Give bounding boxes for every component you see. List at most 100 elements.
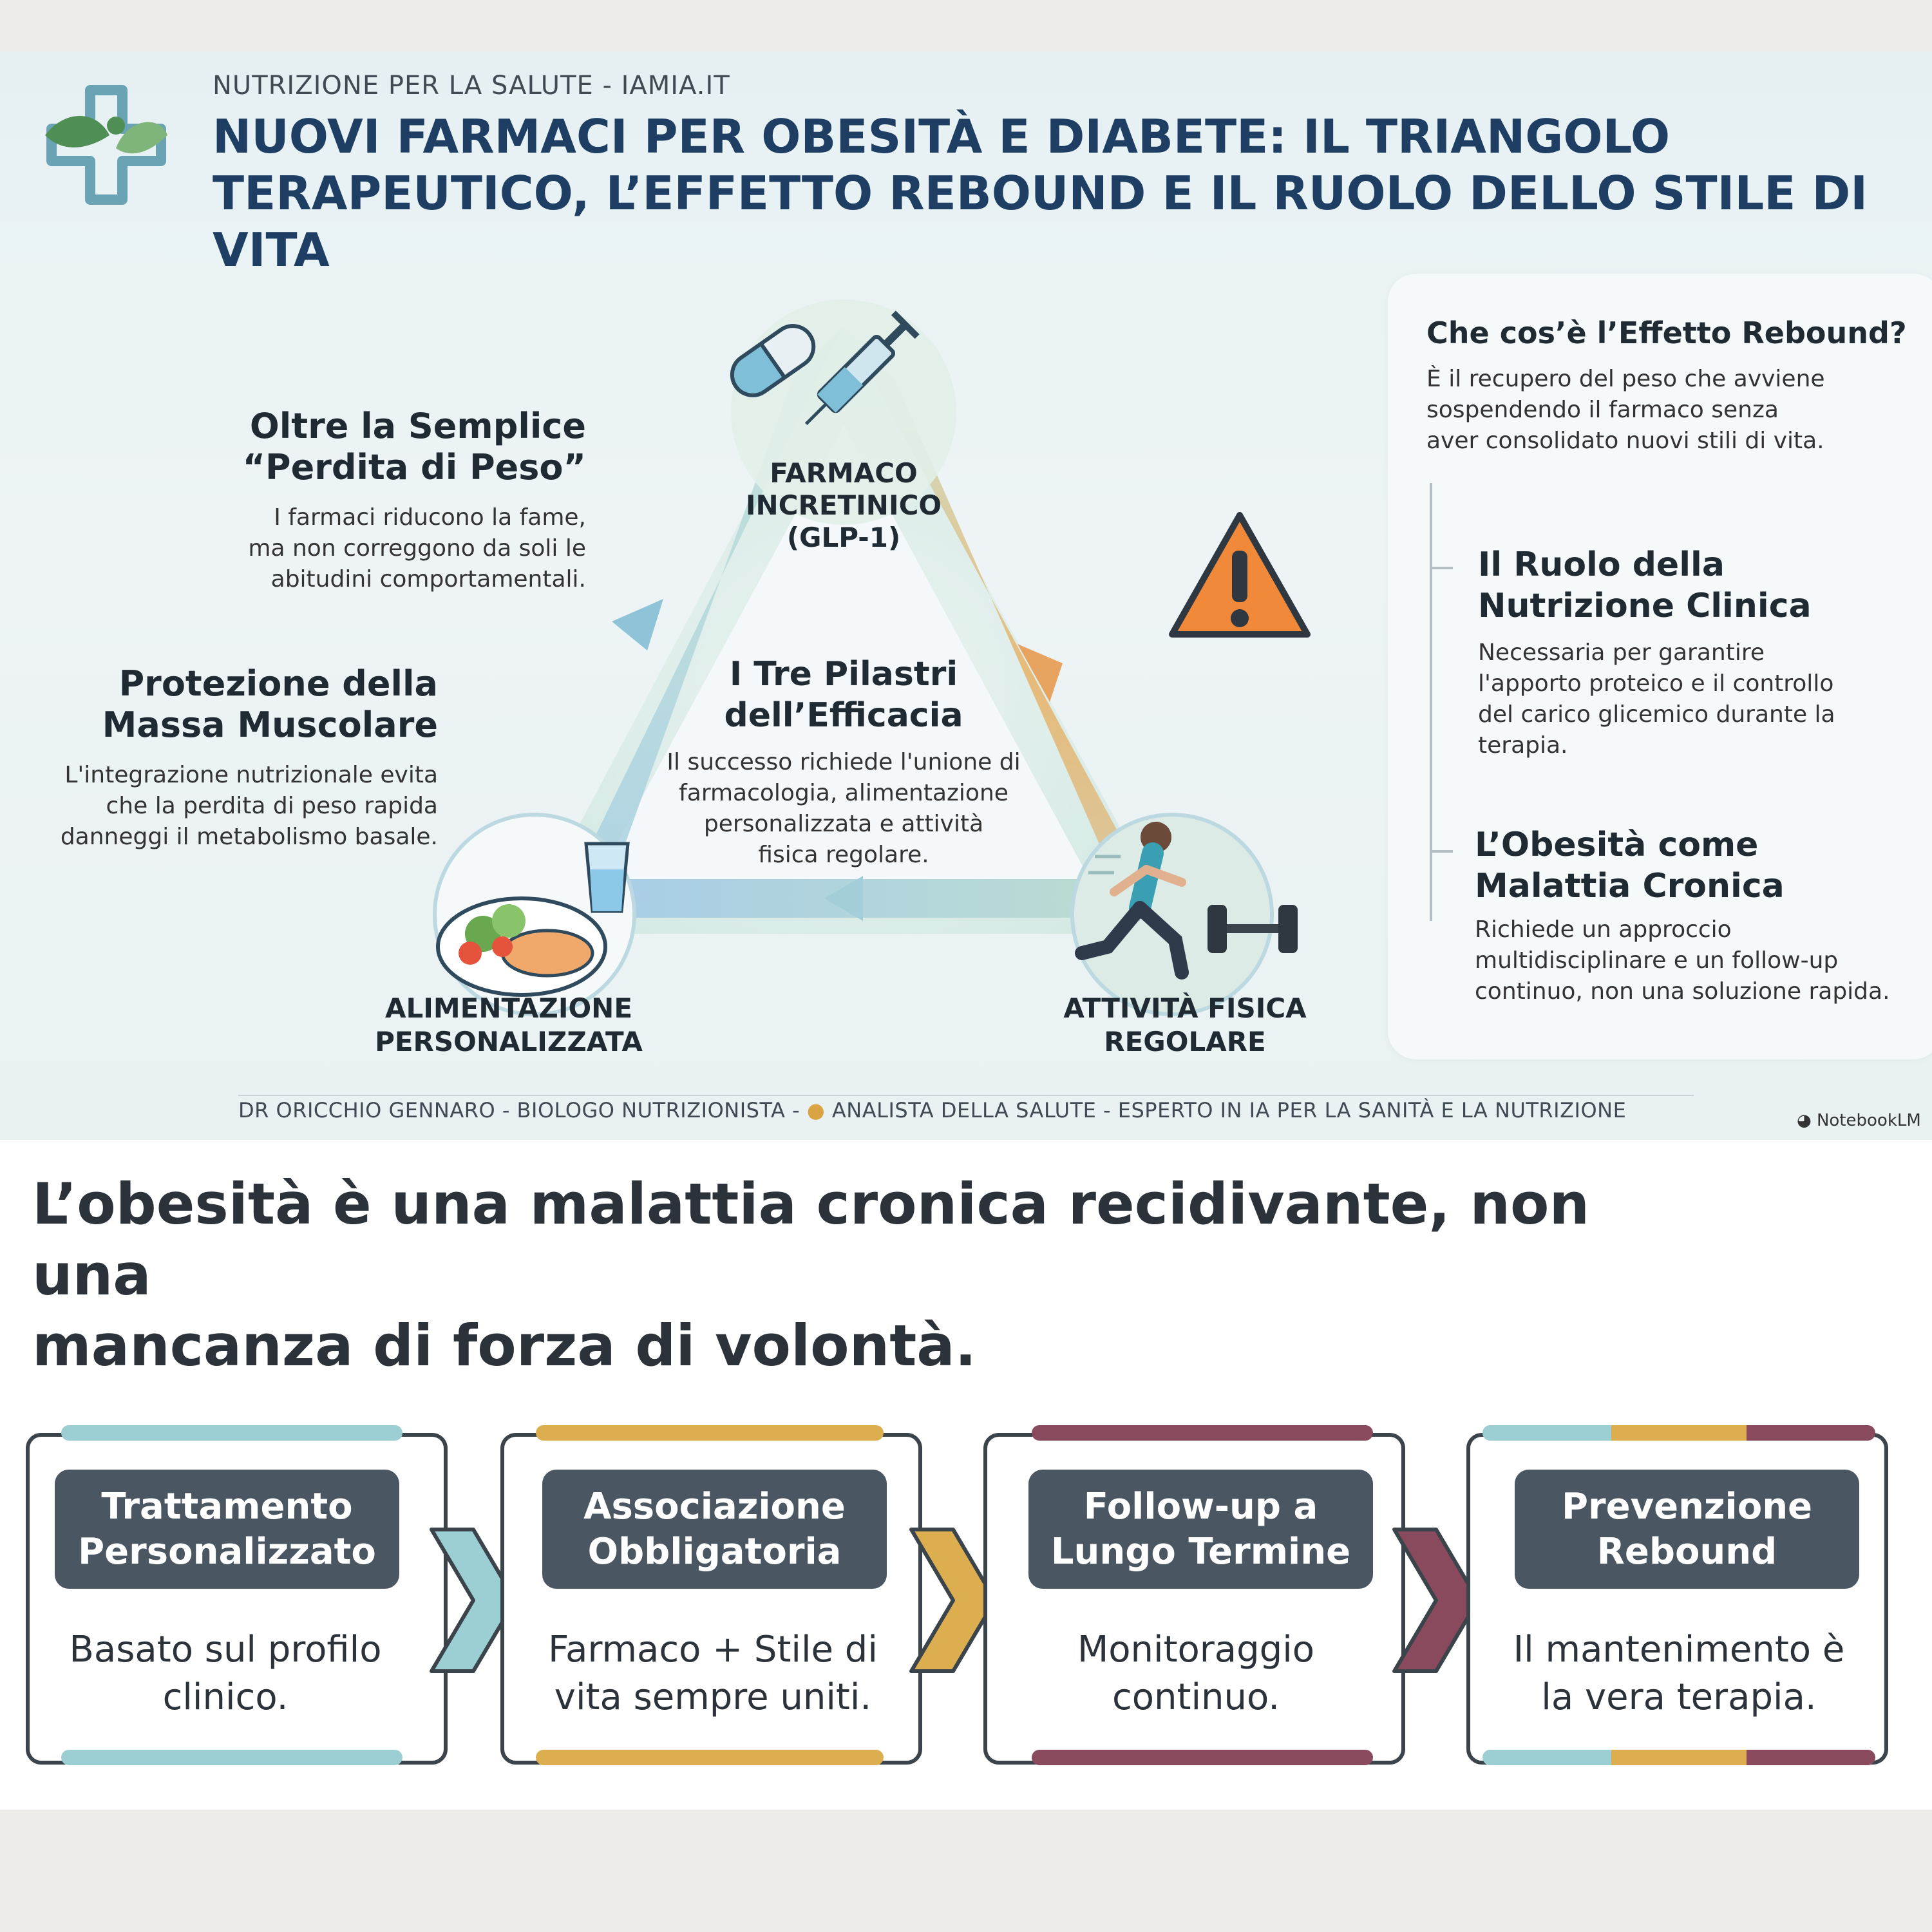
chevron-right-icon [1392, 1528, 1480, 1673]
protezione-title: Protezione della Massa Muscolare [90, 663, 438, 746]
step-title-line: Lungo Termine [1050, 1530, 1351, 1573]
nutrizione-title: Il Ruolo della Nutrizione Clinica [1478, 544, 1877, 627]
pilastri-desc-3: personalizzata e attività [703, 811, 984, 837]
brand-line: NUTRIZIONE PER LA SALUTE - IAMIA.IT [213, 71, 730, 100]
step-desc-line: Il mantenimento è [1513, 1629, 1845, 1671]
pill-icon [730, 324, 816, 397]
oltre-title-1: Oltre la Semplice [249, 406, 586, 446]
person-icon: ● [806, 1098, 826, 1122]
farmaco-line-1: FARMACO [770, 457, 918, 489]
farmaco-label: FARMACO INCRETINICO (GLP-1) [721, 457, 966, 554]
syringe-icon [804, 310, 920, 426]
warning-icon [1169, 512, 1311, 638]
step-desc: Farmaco + Stile di vita sempre uniti. [520, 1626, 906, 1721]
credits-right: ANALISTA DELLA SALUTE - ESPERTO IN IA PE… [831, 1098, 1627, 1122]
nutri-desc-4: terapia. [1478, 732, 1568, 759]
step-card-bar-bottom [1611, 1750, 1747, 1765]
pilastri-title-2: dell’Efficacia [724, 696, 963, 735]
step-card-bar-bottom [1032, 1750, 1373, 1765]
obes-desc-1: Richiede un approccio [1475, 916, 1732, 943]
step-desc-line: vita sempre uniti. [554, 1676, 872, 1718]
alim-line-1: ALIMENTAZIONE [384, 992, 633, 1024]
oltre-title: Oltre la Semplice “Perdita di Peso” [213, 406, 586, 488]
step-desc-line: Monitoraggio [1077, 1629, 1315, 1671]
step-title-line: Personalizzato [78, 1530, 376, 1573]
prot-desc-2: che la perdita di peso rapida [106, 793, 439, 819]
nutri-desc-3: del carico glicemico durante la [1478, 701, 1835, 728]
protezione-desc: L'integrazione nutrizionale evita che la… [26, 760, 438, 853]
att-line-1: ATTIVITÀ FISICA [1063, 992, 1307, 1024]
prot-desc-3: danneggi il metabolismo basale. [60, 824, 438, 850]
chevron-right-icon [909, 1528, 997, 1673]
obes-title-2: Malattia Cronica [1475, 867, 1785, 905]
step-desc: Basato sul profilo clinico. [32, 1626, 419, 1721]
footer-divider [238, 1095, 1694, 1096]
panel-connector-line [1430, 483, 1432, 921]
step-card-bar-top [61, 1425, 402, 1441]
notebooklm-icon: ◕ [1797, 1111, 1812, 1130]
rebound-desc: È il recupero del peso che avviene sospe… [1426, 364, 1877, 457]
headline-quote: L’obesità è una malattia cronica recidiv… [32, 1169, 1707, 1381]
pilastri-title: I Tre Pilastri dell’Efficacia [683, 654, 1005, 736]
step-card-bar-bottom [1482, 1750, 1611, 1765]
rebound-panel [1388, 274, 1932, 1059]
chevron-right-icon [430, 1528, 517, 1673]
att-line-2: REGOLARE [1104, 1026, 1266, 1057]
credits-left: DR ORICCHIO GENNARO - BIOLOGO NUTRIZIONI… [238, 1098, 800, 1122]
step-title-line: Follow-up a [1083, 1485, 1318, 1528]
step-title-line: Prevenzione [1561, 1485, 1813, 1528]
step-desc: Il mantenimento è la vera terapia. [1486, 1626, 1872, 1721]
step-card-bar-top [536, 1425, 884, 1441]
panel-connector-tick [1430, 850, 1453, 853]
step-desc-line: continuo. [1112, 1676, 1280, 1718]
step-card-bar-top [1611, 1425, 1747, 1441]
obes-desc-3: continuo, non una soluzione rapida. [1475, 978, 1890, 1005]
rebound-desc-1: È il recupero del peso che avviene [1426, 366, 1825, 392]
page-title: NUOVI FARMACI PER OBESITÀ E DIABETE: IL … [213, 108, 1887, 278]
obes-desc-2: multidisciplinare e un follow-up [1475, 947, 1839, 974]
step-title: Prevenzione Rebound [1515, 1470, 1859, 1589]
attivita-label: ATTIVITÀ FISICA REGOLARE [1018, 992, 1352, 1059]
step-title: Associazione Obbligatoria [542, 1470, 887, 1589]
rebound-desc-2: sospendendo il farmaco senza [1426, 397, 1779, 423]
farmaco-line-2: INCRETINICO [745, 489, 942, 521]
nutri-desc-2: l'apporto proteico e il controllo [1478, 670, 1834, 697]
step-title: Follow-up a Lungo Termine [1028, 1470, 1373, 1589]
therapeutic-triangle [433, 299, 1298, 1016]
step-title: Trattamento Personalizzato [55, 1470, 399, 1589]
nutri-title-2: Nutrizione Clinica [1478, 587, 1812, 625]
prot-title-2: Massa Muscolare [102, 705, 438, 745]
step-title-line: Associazione [583, 1485, 846, 1528]
salad-plate-icon [436, 896, 607, 997]
step-title-line: Rebound [1596, 1530, 1777, 1573]
step-title-line: Obbligatoria [587, 1530, 842, 1573]
water-glass-icon [584, 842, 630, 913]
step-card-bar-bottom [536, 1750, 884, 1765]
quote-line-2: mancanza di forza di volontà. [32, 1312, 977, 1379]
step-desc-line: Farmaco + Stile di [548, 1629, 878, 1671]
quote-line-1: L’obesità è una malattia cronica recidiv… [32, 1171, 1590, 1308]
pilastri-title-1: I Tre Pilastri [729, 655, 958, 694]
nutri-title-1: Il Ruolo della [1478, 545, 1725, 584]
step-card-bar-top [1482, 1425, 1611, 1441]
pilastri-desc-4: fisica regolare. [758, 842, 929, 868]
oltre-title-2: “Perdita di Peso” [242, 447, 586, 488]
alimentazione-label: ALIMENTAZIONE PERSONALIZZATA [335, 992, 683, 1059]
pilastri-desc-1: Il successo richiede l'unione di [667, 749, 1021, 775]
pilastri-desc-2: farmacologia, alimentazione [679, 780, 1009, 806]
step-card-bar-top [1747, 1425, 1875, 1441]
step-card-bar-top [1032, 1425, 1373, 1441]
title-line-1: NUOVI FARMACI PER OBESITÀ E DIABETE: IL … [213, 109, 1671, 164]
step-title-line: Trattamento [101, 1485, 353, 1528]
step-desc-line: Basato sul profilo [69, 1629, 382, 1671]
step-desc: Monitoraggio continuo. [1003, 1626, 1389, 1721]
panel-connector-tick [1430, 567, 1453, 569]
medical-cross-leaf-logo [45, 85, 167, 205]
oltre-desc-3: abitudini comportamentali. [270, 566, 586, 592]
obesita-title: L’Obesità come Malattia Cronica [1475, 824, 1874, 907]
rebound-title: Che cos’è l’Effetto Rebound? [1426, 316, 1907, 350]
prot-desc-1: L'integrazione nutrizionale evita [64, 762, 438, 788]
oltre-desc: I farmaci riducono la fame, ma non corre… [213, 502, 586, 595]
prot-title-1: Protezione della [118, 663, 438, 704]
step-card-bar-bottom [61, 1750, 402, 1765]
